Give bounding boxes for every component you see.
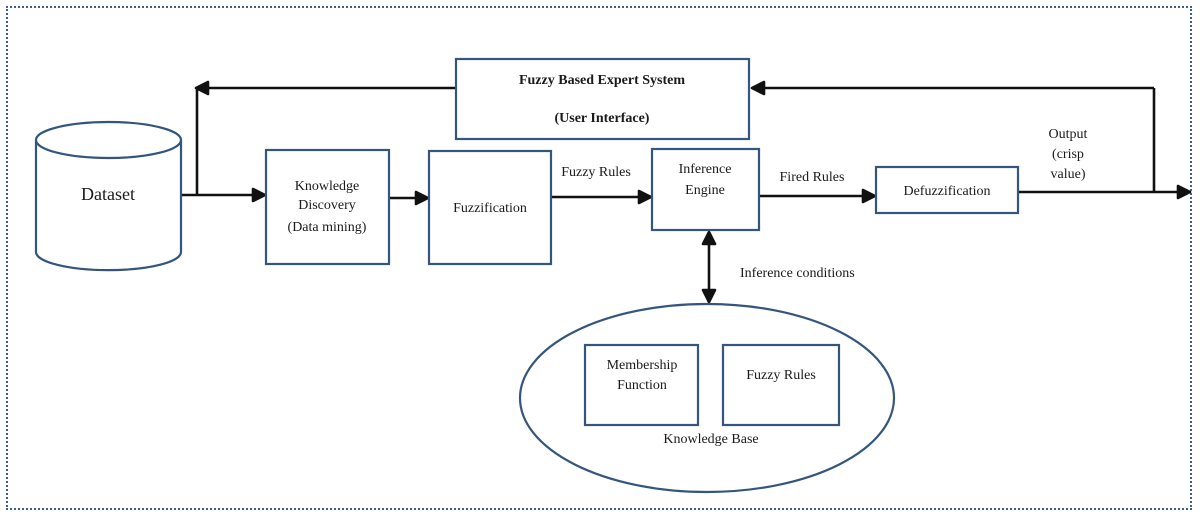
fuzzification-label: Fuzzification (453, 201, 527, 216)
inference-conditions-label: Inference conditions (740, 266, 855, 281)
fuzzy-rules-label: Fuzzy Rules (746, 368, 816, 383)
membership-line2: Function (617, 378, 667, 393)
arrowhead (750, 80, 766, 96)
membership-function-box: Membership Function (583, 343, 700, 427)
expert-system-title: Fuzzy Based Expert System (519, 73, 685, 88)
dataset-cylinder: Dataset (34, 120, 183, 272)
knowledge-discovery-line1: Knowledge (295, 179, 360, 194)
arrowhead (194, 80, 210, 96)
output-line1: Output (1049, 127, 1088, 142)
arrowhead (1176, 184, 1192, 200)
arrowhead (701, 230, 717, 246)
arrowhead (251, 187, 267, 203)
diagram-frame (6, 6, 1192, 510)
output-line2: (crisp (1052, 147, 1084, 162)
arrowhead (701, 288, 717, 304)
inference-engine-box: Inference Engine (650, 147, 761, 232)
membership-line1: Membership (607, 358, 678, 373)
arrowhead (637, 189, 653, 205)
output-label: Output (crisp value) (1049, 127, 1088, 182)
knowledge-discovery-line2: Discovery (298, 198, 356, 213)
fuzzification-box: Fuzzification (427, 149, 553, 266)
expert-system-box: Fuzzy Based Expert System (User Interfac… (454, 57, 751, 141)
edge-label-fired-rules: Fired Rules (780, 170, 845, 185)
defuzzification-box: Defuzzification (874, 165, 1020, 215)
edge-label-fuzzy-rules: Fuzzy Rules (561, 165, 631, 180)
expert-system-subtitle: (User Interface) (555, 111, 650, 126)
knowledge-base-label: Knowledge Base (663, 432, 758, 447)
knowledge-discovery-box: Knowledge Discovery (Data mining) (264, 148, 391, 266)
knowledge-discovery-line3: (Data mining) (288, 220, 367, 235)
inference-engine-line1: Inference (679, 162, 732, 177)
knowledge-base: Membership Function Fuzzy Rules Knowledg… (518, 302, 896, 494)
defuzzification-label: Defuzzification (903, 184, 990, 199)
fuzzy-rules-box: Fuzzy Rules (721, 343, 841, 427)
inference-engine-line2: Engine (685, 183, 725, 198)
arrowhead (861, 188, 877, 204)
output-line3: value) (1051, 167, 1086, 182)
arrowhead (414, 190, 430, 206)
dataset-label: Dataset (81, 184, 135, 204)
